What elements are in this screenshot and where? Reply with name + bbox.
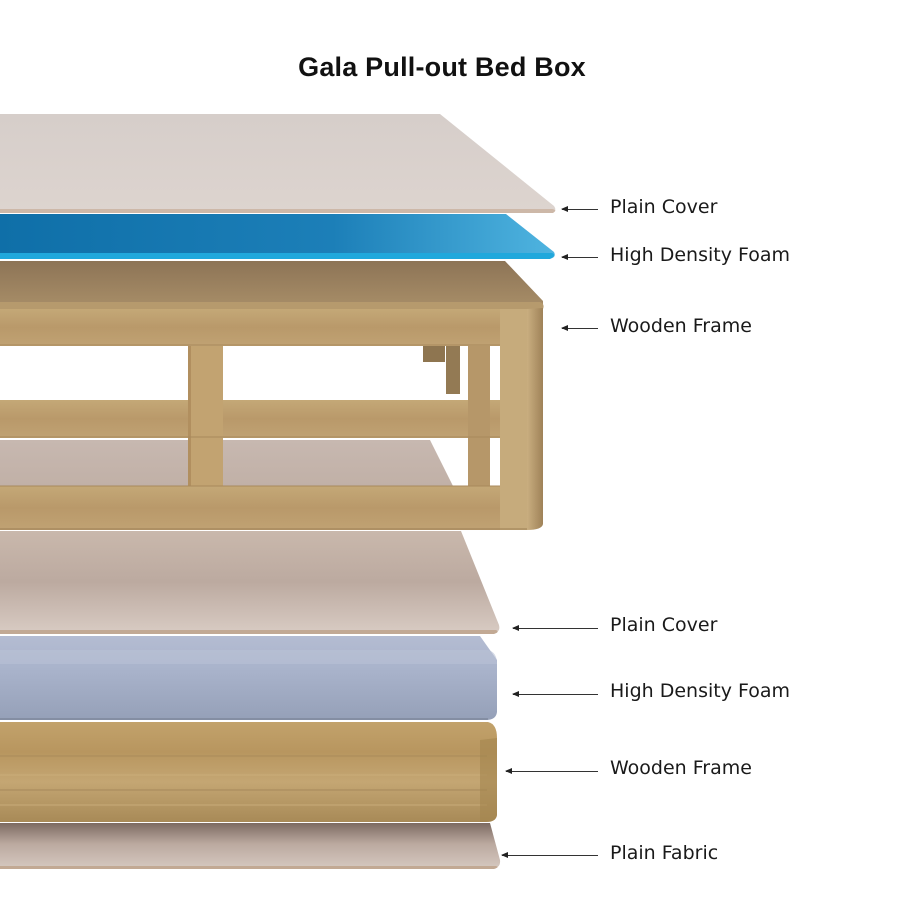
arrow-upper-wooden-frame <box>561 325 598 331</box>
upper-high-density-foam-layer <box>0 214 555 259</box>
arrow-upper-foam <box>561 254 598 260</box>
upper-wooden-frame <box>0 261 544 530</box>
arrow-plain-fabric <box>501 852 598 858</box>
arrow-lower-wooden-frame <box>505 768 598 774</box>
lower-high-density-foam-layer <box>0 636 497 720</box>
upper-plain-cover-layer <box>0 114 556 213</box>
arrow-upper-plain-cover <box>561 206 598 212</box>
lower-plain-cover-layer <box>0 531 500 634</box>
label-upper-high-density-foam: High Density Foam <box>610 244 791 266</box>
plain-fabric-layer <box>0 823 501 869</box>
label-plain-fabric: Plain Fabric <box>610 842 719 864</box>
label-lower-high-density-foam: High Density Foam <box>610 680 791 702</box>
label-upper-wooden-frame: Wooden Frame <box>610 315 752 337</box>
arrow-lower-plain-cover <box>512 625 598 631</box>
diagram-title: Gala Pull-out Bed Box <box>298 52 586 82</box>
lower-wooden-frame <box>0 722 497 822</box>
label-lower-plain-cover: Plain Cover <box>610 614 718 636</box>
label-upper-plain-cover: Plain Cover <box>610 196 718 218</box>
label-lower-wooden-frame: Wooden Frame <box>610 757 752 779</box>
arrow-lower-foam <box>512 691 598 697</box>
